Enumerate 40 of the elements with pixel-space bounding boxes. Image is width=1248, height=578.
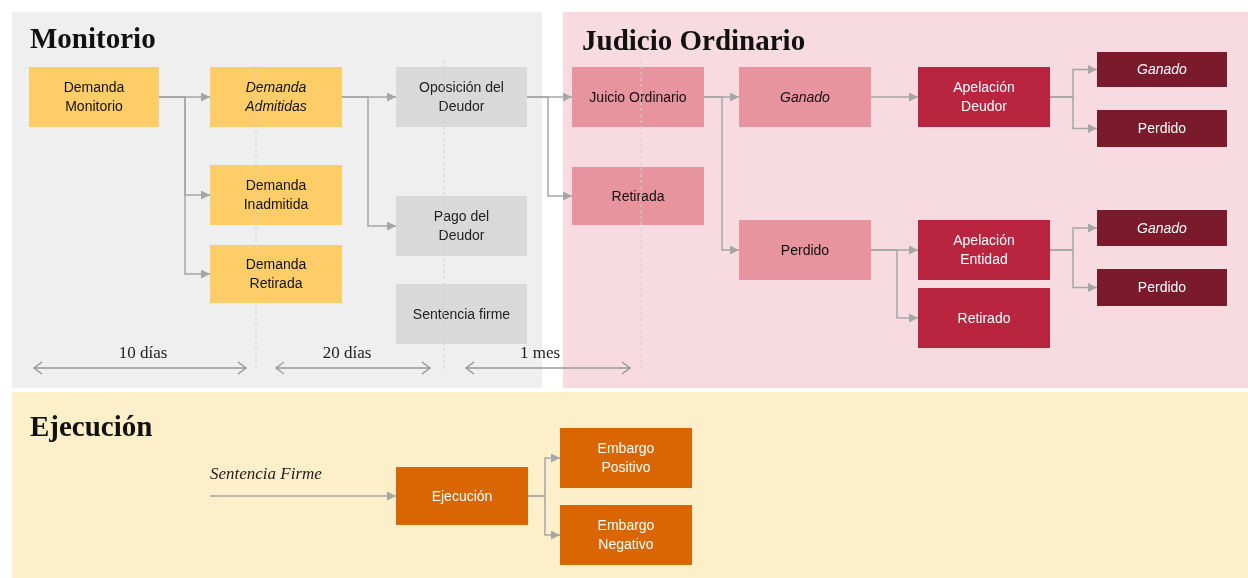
process-box: Perdido bbox=[1097, 269, 1227, 306]
process-box: Sentencia firme bbox=[396, 284, 527, 344]
section-band bbox=[563, 12, 1248, 388]
arrow bbox=[870, 92, 919, 102]
arrow bbox=[1049, 249, 1098, 292]
process-box: Retirada bbox=[572, 167, 704, 225]
process-box: Ejecución bbox=[396, 467, 528, 525]
process-box: Ganado bbox=[1097, 52, 1227, 87]
process-box: Pago del Deudor bbox=[396, 196, 527, 256]
process-box: Demanda Monitorio bbox=[29, 67, 159, 127]
duration-label: 20 días bbox=[322, 343, 372, 363]
arrow bbox=[209, 491, 397, 501]
arrow bbox=[527, 495, 561, 540]
process-box: Apelación Deudor bbox=[918, 67, 1050, 127]
arrow bbox=[158, 96, 211, 279]
duration-label: 1 mes bbox=[519, 343, 561, 363]
process-box: Demanda Inadmitida bbox=[210, 165, 342, 225]
process-box: Embargo Positivo bbox=[560, 428, 692, 488]
process-box: Perdido bbox=[739, 220, 871, 280]
section-title: Ejecución bbox=[30, 410, 153, 443]
process-box: Perdido bbox=[1097, 110, 1227, 147]
duration-label: 10 días bbox=[118, 343, 168, 363]
process-box: Demanda Admitidas bbox=[210, 67, 342, 127]
process-box: Demanda Retirada bbox=[210, 245, 342, 303]
section-title: Judicio Ordinario bbox=[582, 24, 806, 57]
arrow bbox=[703, 96, 740, 255]
process-box: Ganado bbox=[739, 67, 871, 127]
process-box: Apelación Entidad bbox=[918, 220, 1050, 280]
arrow bbox=[870, 249, 919, 323]
process-box: Ganado bbox=[1097, 210, 1227, 246]
process-box: Retirado bbox=[918, 288, 1050, 348]
process-box: Oposición del Deudor bbox=[396, 67, 527, 127]
annotation-text: Sentencia Firme bbox=[210, 464, 340, 496]
arrow bbox=[341, 96, 397, 231]
process-box: Embargo Negativo bbox=[560, 505, 692, 565]
section-band bbox=[12, 392, 1248, 578]
section-title: Monitorio bbox=[30, 22, 156, 55]
process-box: Juicio Ordinario bbox=[572, 67, 704, 127]
arrow bbox=[526, 96, 573, 201]
arrow bbox=[1049, 96, 1098, 133]
